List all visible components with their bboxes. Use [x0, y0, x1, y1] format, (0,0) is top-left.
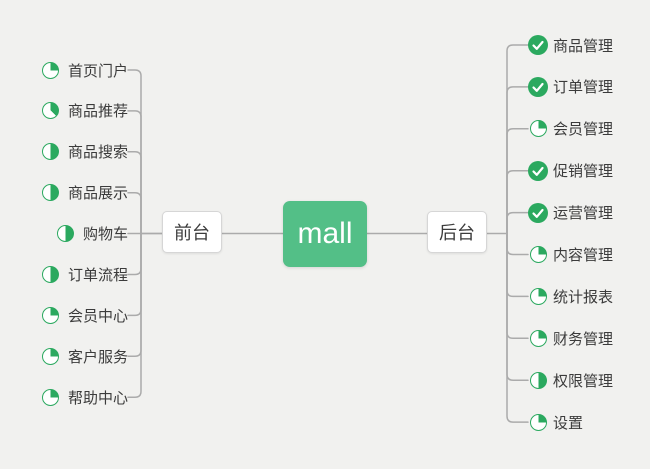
progress-pie-icon: [41, 387, 61, 407]
progress-pie-icon: [41, 101, 61, 121]
topic-right-6[interactable]: 统计报表: [528, 283, 613, 310]
topic-label: 财务管理: [553, 330, 614, 348]
topic-left-1[interactable]: 商品推荐: [41, 97, 128, 124]
check-circle-icon: [528, 35, 548, 55]
topic-label: 统计报表: [553, 288, 614, 306]
check-circle-icon: [528, 160, 548, 181]
progress-pie-icon: [41, 60, 61, 80]
topic-right-3[interactable]: 促销管理: [528, 157, 613, 184]
topic-left-2[interactable]: 商品搜索: [41, 138, 128, 165]
root-node-mall[interactable]: mall: [283, 201, 367, 267]
topic-left-0[interactable]: 首页门户: [41, 57, 128, 84]
topic-right-5[interactable]: 内容管理: [528, 241, 613, 268]
branch-node-backend[interactable]: 后台: [427, 211, 487, 253]
topic-label: 订单管理: [553, 79, 614, 97]
topic-label: 内容管理: [553, 247, 614, 264]
progress-pie-icon: [41, 265, 61, 285]
progress-pie-icon: [528, 119, 548, 139]
front-branch-topics: 首页门户商品推荐商品搜索商品展示购物车订单流程会员中心客户服务帮助中心: [0, 0, 128, 469]
topic-left-5[interactable]: 订单流程: [41, 261, 128, 288]
topic-right-8[interactable]: 权限管理: [528, 367, 613, 394]
topic-label: 商品管理: [553, 37, 614, 55]
progress-pie-icon: [41, 142, 61, 162]
topic-right-4[interactable]: 运营管理: [528, 199, 613, 226]
progress-pie-icon: [528, 245, 548, 265]
topic-label: 会员管理: [553, 121, 614, 139]
back-branch-topics: 商品管理订单管理会员管理促销管理运营管理内容管理统计报表财务管理权限管理设置: [528, 0, 650, 469]
progress-pie-icon: [41, 183, 61, 203]
topic-label: 促销管理: [553, 163, 614, 181]
topic-right-0[interactable]: 商品管理: [528, 32, 613, 59]
topic-left-6[interactable]: 会员中心: [41, 302, 128, 329]
progress-pie-icon: [41, 305, 61, 325]
topic-label: 设置: [553, 414, 584, 432]
topic-label: 商品搜索: [67, 144, 128, 162]
topic-label: 商品推荐: [67, 103, 128, 121]
topic-label: 客户服务: [67, 348, 128, 366]
progress-pie-icon: [528, 370, 548, 390]
topic-label: 商品展示: [67, 185, 128, 203]
topic-left-3[interactable]: 商品展示: [41, 179, 128, 206]
progress-pie-icon: [56, 224, 76, 244]
topic-label: 帮助中心: [67, 389, 128, 407]
topic-label: 首页门户: [67, 62, 128, 80]
progress-pie-icon: [41, 346, 61, 366]
topic-left-4[interactable]: 购物车: [56, 220, 128, 247]
topic-label: 权限管理: [553, 372, 614, 390]
topic-label: 购物车: [82, 226, 128, 244]
topic-left-8[interactable]: 帮助中心: [41, 384, 128, 411]
topic-label: 订单流程: [67, 267, 128, 284]
progress-pie-icon: [528, 412, 548, 432]
topic-label: 运营管理: [553, 205, 614, 223]
topic-right-7[interactable]: 财务管理: [528, 325, 613, 352]
progress-pie-icon: [528, 328, 548, 348]
check-circle-icon: [528, 76, 548, 97]
topic-left-7[interactable]: 客户服务: [41, 343, 128, 370]
topic-right-2[interactable]: 会员管理: [528, 115, 613, 142]
topic-right-9[interactable]: 设置: [528, 409, 583, 436]
topic-right-1[interactable]: 订单管理: [528, 73, 613, 100]
check-circle-icon: [528, 202, 548, 223]
branch-node-frontend[interactable]: 前台: [162, 211, 222, 253]
topic-label: 会员中心: [67, 307, 128, 325]
progress-pie-icon: [528, 286, 548, 306]
